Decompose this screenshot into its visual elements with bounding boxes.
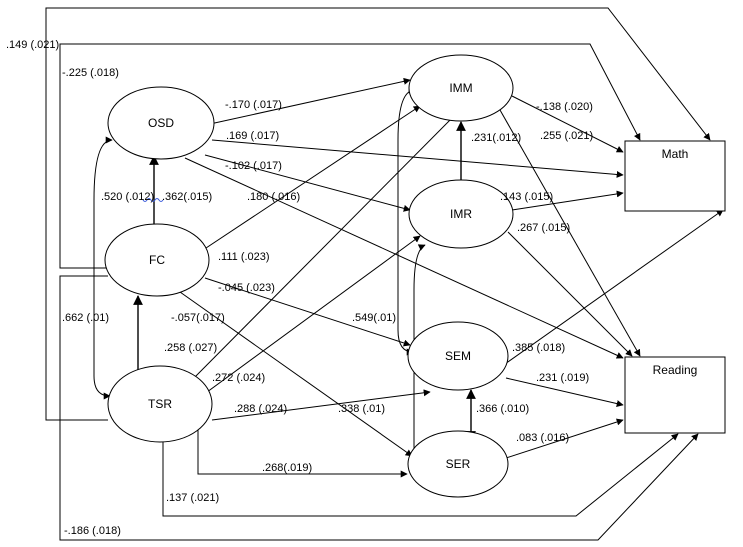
edge-tsr-imr xyxy=(202,235,421,396)
edge-osd-math xyxy=(211,139,624,178)
label-sem-ser: .366 (.010) xyxy=(476,403,529,415)
node-sem: SEM xyxy=(407,321,509,391)
edge-fc-math xyxy=(59,43,641,269)
label-tsr-sem: .288 (.024) xyxy=(234,403,287,415)
node-fc: FC xyxy=(104,223,210,297)
node-math-label: Math xyxy=(662,147,689,161)
edge-osd-reading xyxy=(184,157,624,359)
node-osd-label: OSD xyxy=(148,116,174,130)
label-ser-reading: .083 (.016) xyxy=(516,432,569,444)
node-imr: IMR xyxy=(408,179,514,249)
edge-fc-reading xyxy=(59,275,699,541)
label-fc-reading: -.186 (.018) xyxy=(64,525,121,537)
label-tsr-imr: .272 (.024) xyxy=(212,372,265,384)
edge-sem-math xyxy=(504,209,724,365)
label-osd-tsr: .362(.015) xyxy=(162,191,212,203)
label-tsr-ser: .268(.019) xyxy=(262,462,312,474)
label-osd-math: .169 (.017) xyxy=(226,130,279,142)
edge-tsr-ser xyxy=(197,428,408,478)
edge-fc-sem xyxy=(204,277,411,347)
edge-osd-imm xyxy=(209,77,411,125)
edge-fc-ser xyxy=(179,291,413,457)
node-math: Math xyxy=(624,140,726,212)
label-sem-reading: .231 (.019) xyxy=(536,372,589,384)
label-imr-math: .143 (.015) xyxy=(500,191,553,203)
label-osd-imr: -.102 (.017) xyxy=(225,160,282,172)
label-osd-reading: .180 (.016) xyxy=(247,191,300,203)
label-tsr-reading: .137 (.021) xyxy=(166,492,219,504)
node-ser: SER xyxy=(407,430,509,498)
corr-imm-sem xyxy=(397,86,416,356)
corr-osd-tsr xyxy=(93,136,113,400)
node-reading: Reading xyxy=(624,356,726,434)
edge-imm-reading xyxy=(499,109,641,357)
node-imm: IMM xyxy=(408,54,514,122)
node-sem-label: SEM xyxy=(445,349,471,363)
node-reading-label: Reading xyxy=(653,363,698,377)
label-imr-ser: .338 (.01) xyxy=(338,403,385,415)
label-sem-math: .385 (.018) xyxy=(512,342,565,354)
node-tsr: TSR xyxy=(107,365,213,443)
label-imm-sem: .549(.01) xyxy=(352,312,396,324)
label-imr-reading: .267 (.015) xyxy=(517,222,570,234)
label-fc-imm: .111 (.023) xyxy=(218,251,270,263)
edge-tsr-sem xyxy=(211,389,431,421)
label-imm-imr: .231(.012) xyxy=(471,132,521,144)
edge-fc-imm xyxy=(199,105,421,253)
label-osd-fc: .520 (.012) xyxy=(101,191,154,203)
label-imm-reading: .255 (.021) xyxy=(540,130,593,142)
edge-ser-reading xyxy=(505,418,624,459)
label-fc-tsr: .662 (.01) xyxy=(62,312,109,324)
edge-imm-math xyxy=(511,95,624,153)
label-fc-sem: -.045 (.023) xyxy=(218,282,275,294)
label-imm-math: -.138 (.020) xyxy=(536,101,593,113)
node-imm-label: IMM xyxy=(449,81,472,95)
edge-imr-reading xyxy=(507,231,633,357)
label-fc-math: -.225 (.018) xyxy=(62,67,119,79)
node-imr-label: IMR xyxy=(450,207,472,221)
edge-tsr-math xyxy=(45,7,711,421)
node-tsr-label: TSR xyxy=(148,397,172,411)
edge-tsr-reading xyxy=(162,433,679,517)
node-osd: OSD xyxy=(107,86,215,160)
edge-sem-reading xyxy=(505,377,624,407)
edge-imr-math xyxy=(511,190,624,211)
edge-osd-imr xyxy=(204,154,411,212)
label-fc-ser: -.057(.017) xyxy=(171,312,225,324)
squiggle-mark xyxy=(142,198,164,202)
node-ser-label: SER xyxy=(446,457,471,471)
label-tsr-imm: .258 (.027) xyxy=(164,342,217,354)
node-fc-label: FC xyxy=(149,253,165,267)
label-osd-imm: -.170 (.017) xyxy=(225,99,282,111)
label-tsr-math: .149 (.021) xyxy=(6,39,59,51)
